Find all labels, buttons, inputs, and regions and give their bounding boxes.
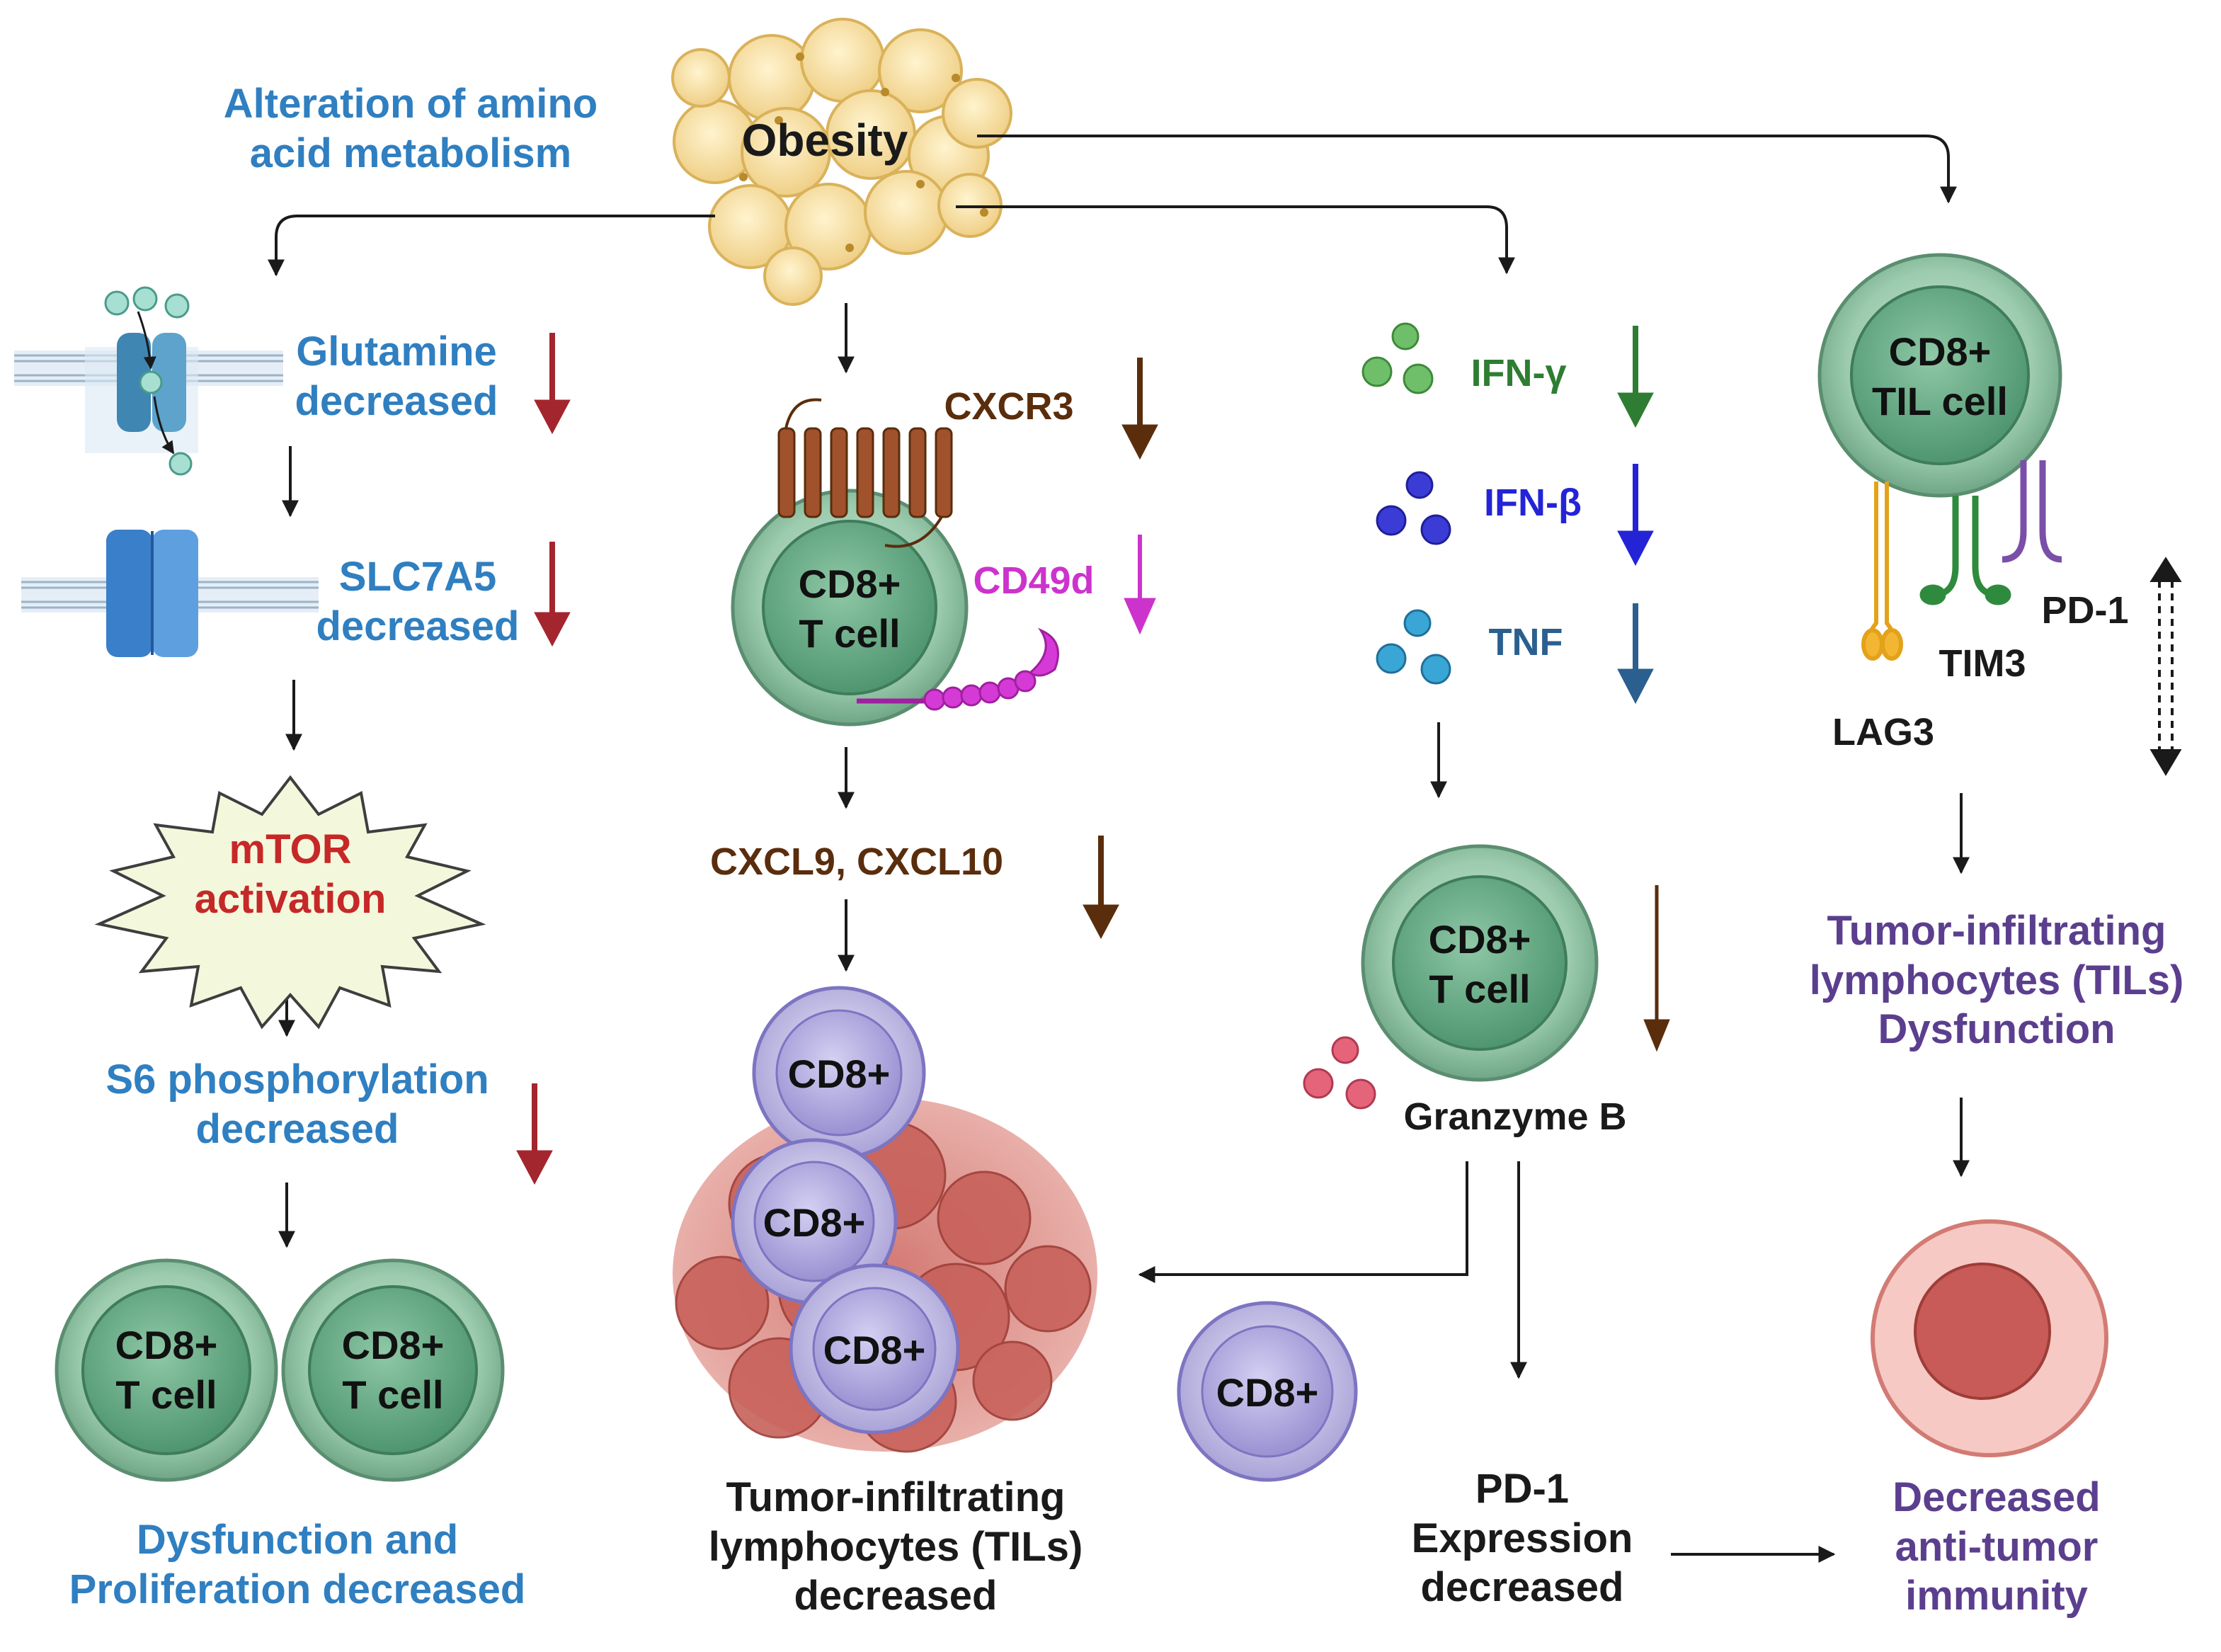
obesity-title: Obesity: [741, 115, 908, 166]
ifn-beta-icon: [1376, 471, 1451, 545]
granzyme-icon: [1303, 1036, 1376, 1110]
t-cell-icons: [55, 253, 2062, 1482]
granzyme-label: Granzyme B: [1403, 1095, 1627, 1138]
pd1-label: PD-1: [2041, 589, 2129, 632]
t-cell-label-cytokine: CD8+T cell: [1428, 917, 1531, 1011]
pd1-receptor-icon: [2002, 460, 2062, 563]
chemokines-label: CXCL9, CXCL10: [709, 841, 1004, 883]
pd1-bidirectional-arrow: [2149, 557, 2182, 776]
decrease-arrows: [516, 326, 1670, 1185]
ifn-gamma-icon: [1361, 322, 1434, 394]
ifn-gamma-label: IFN-γ: [1471, 352, 1567, 394]
lag3-label: LAG3: [1832, 711, 1935, 753]
t-cell-til-right: [1817, 253, 2062, 498]
t-cell-cytokine: [1361, 844, 1599, 1082]
t-cell-label-left-1: CD8+T cell: [115, 1323, 218, 1417]
t-cell-middle: [731, 489, 969, 727]
t-cell-left-1: [55, 1258, 278, 1482]
til-label-3: CD8+: [823, 1328, 926, 1372]
glutamine-transporter-icon: [14, 286, 283, 476]
cxcr3-receptor-icon: [777, 398, 953, 548]
tim3-label: TIM3: [1939, 642, 2026, 685]
til-label-1: CD8+: [787, 1052, 891, 1096]
tumor-cell-icon: [1871, 1219, 2108, 1457]
til-label-2: CD8+: [763, 1200, 866, 1245]
tim3-receptor-icon: [1919, 496, 2011, 605]
t-cell-label-middle: CD8+T cell: [798, 562, 901, 656]
starburst-icon: [94, 775, 486, 1030]
lone-til-label: CD8+: [1216, 1370, 1319, 1415]
t-cell-label-left-2: CD8+T cell: [341, 1323, 445, 1417]
cd49d-integrin-icon: [857, 627, 1059, 711]
lone-til-cell-icon: [1177, 1301, 1358, 1482]
adipocyte-nuclei: [739, 52, 988, 252]
t-cell-left-2: [281, 1258, 505, 1482]
cxcr3-label: CXCR3: [944, 385, 1074, 428]
til-cell-label-right: CD8+TIL cell: [1872, 329, 2008, 423]
slc7a5-transporter-icon: [21, 530, 319, 657]
lag3-receptor-icon: [1861, 482, 1903, 661]
tnf-icon: [1376, 609, 1451, 685]
tnf-label: TNF: [1488, 621, 1563, 663]
adipocyte-cluster-icon: [671, 18, 1012, 306]
flow-arrows: [268, 135, 1970, 1563]
ifn-beta-label: IFN-β: [1484, 482, 1582, 524]
til-cells-icon: [731, 986, 960, 1435]
cd49d-label: CD49d: [973, 559, 1095, 602]
